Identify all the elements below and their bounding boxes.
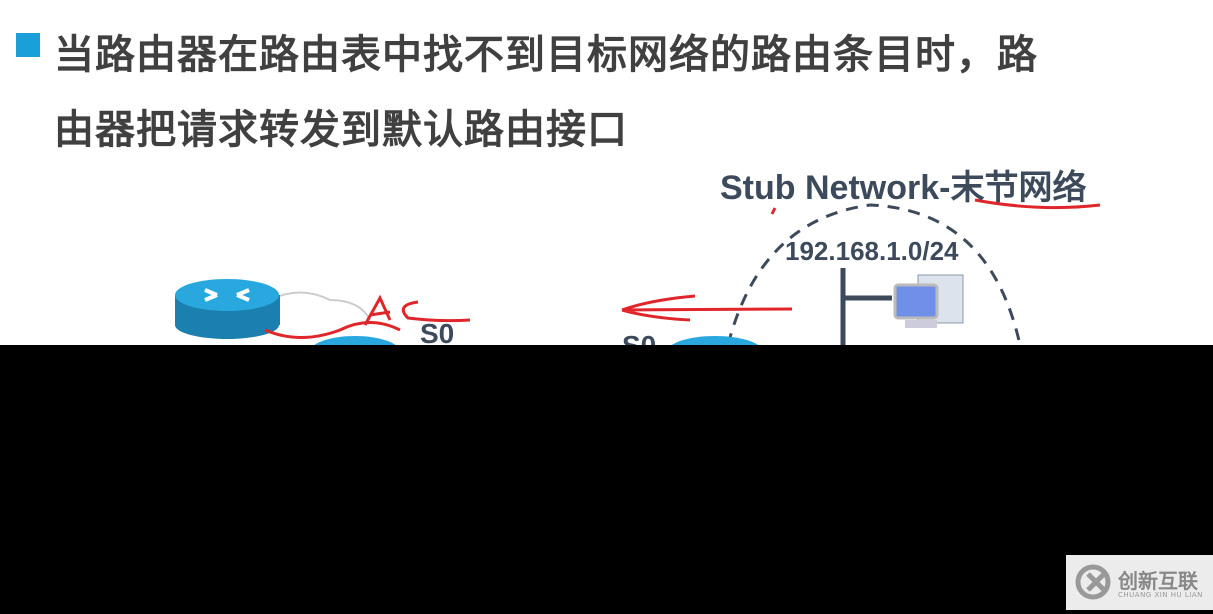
slide-text-line-2: 由器把请求转发到默认路由接口 [54, 107, 628, 153]
network-diagram [175, 198, 1101, 345]
router-icon [175, 279, 280, 339]
slide: 当路由器在路由表中找不到目标网络的路由条目时，路 由器把请求转发到默认路由接口 [0, 0, 1213, 345]
watermark-subtitle: CHUANG XIN HU LIAN [1118, 591, 1203, 599]
logo-icon [1075, 564, 1111, 600]
network-address-label: 192.168.1.0/24 [785, 236, 959, 266]
router-icon [314, 336, 396, 345]
watermark-logo: 创新互联 CHUANG XIN HU LIAN [1066, 555, 1213, 610]
watermark-name: 创新互联 [1118, 569, 1198, 593]
bullet-square [16, 33, 40, 57]
stub-network-boundary [726, 203, 1022, 345]
interface-label-right: S0 [622, 330, 656, 345]
lan-segment [840, 268, 892, 345]
red-annotations [264, 198, 1101, 339]
computer-icon [893, 274, 964, 328]
interface-label-left: S0 [420, 318, 455, 345]
cloud-icon [269, 291, 371, 321]
router-icon [671, 336, 759, 345]
slide-text-line-1: 当路由器在路由表中找不到目标网络的路由条目时，路 [54, 32, 1038, 78]
stub-network-label: Stub Network-末节网络 [720, 169, 1087, 207]
